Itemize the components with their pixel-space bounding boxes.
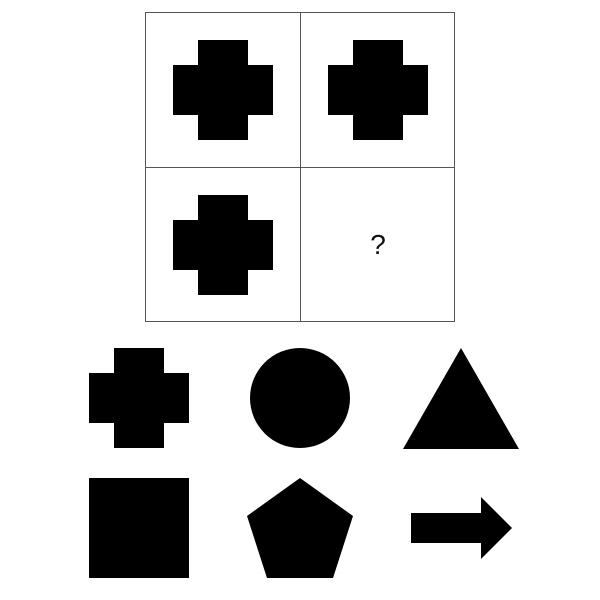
grid-cell-3 [146,168,300,322]
triangle-icon [403,348,519,449]
cross-icon [89,348,189,448]
cross-shape [173,195,273,295]
puzzle-grid: ? [145,12,455,322]
square-icon [89,478,189,578]
option-square[interactable] [89,478,189,583]
cross-shape [173,40,273,140]
grid-divider-horizontal [146,167,454,168]
option-circle[interactable] [250,348,350,453]
option-arrow[interactable] [411,497,512,564]
option-cross[interactable] [89,348,189,453]
option-triangle[interactable] [403,348,519,455]
question-mark: ? [370,229,386,260]
cross-shape [328,40,428,140]
grid-cell-2 [301,13,455,167]
grid-cell-1 [146,13,300,167]
circle-icon [250,348,350,448]
pentagon-icon [247,478,353,578]
option-pentagon[interactable] [247,478,353,583]
grid-cell-4: ? [301,168,455,322]
arrow-right-icon [411,497,512,559]
